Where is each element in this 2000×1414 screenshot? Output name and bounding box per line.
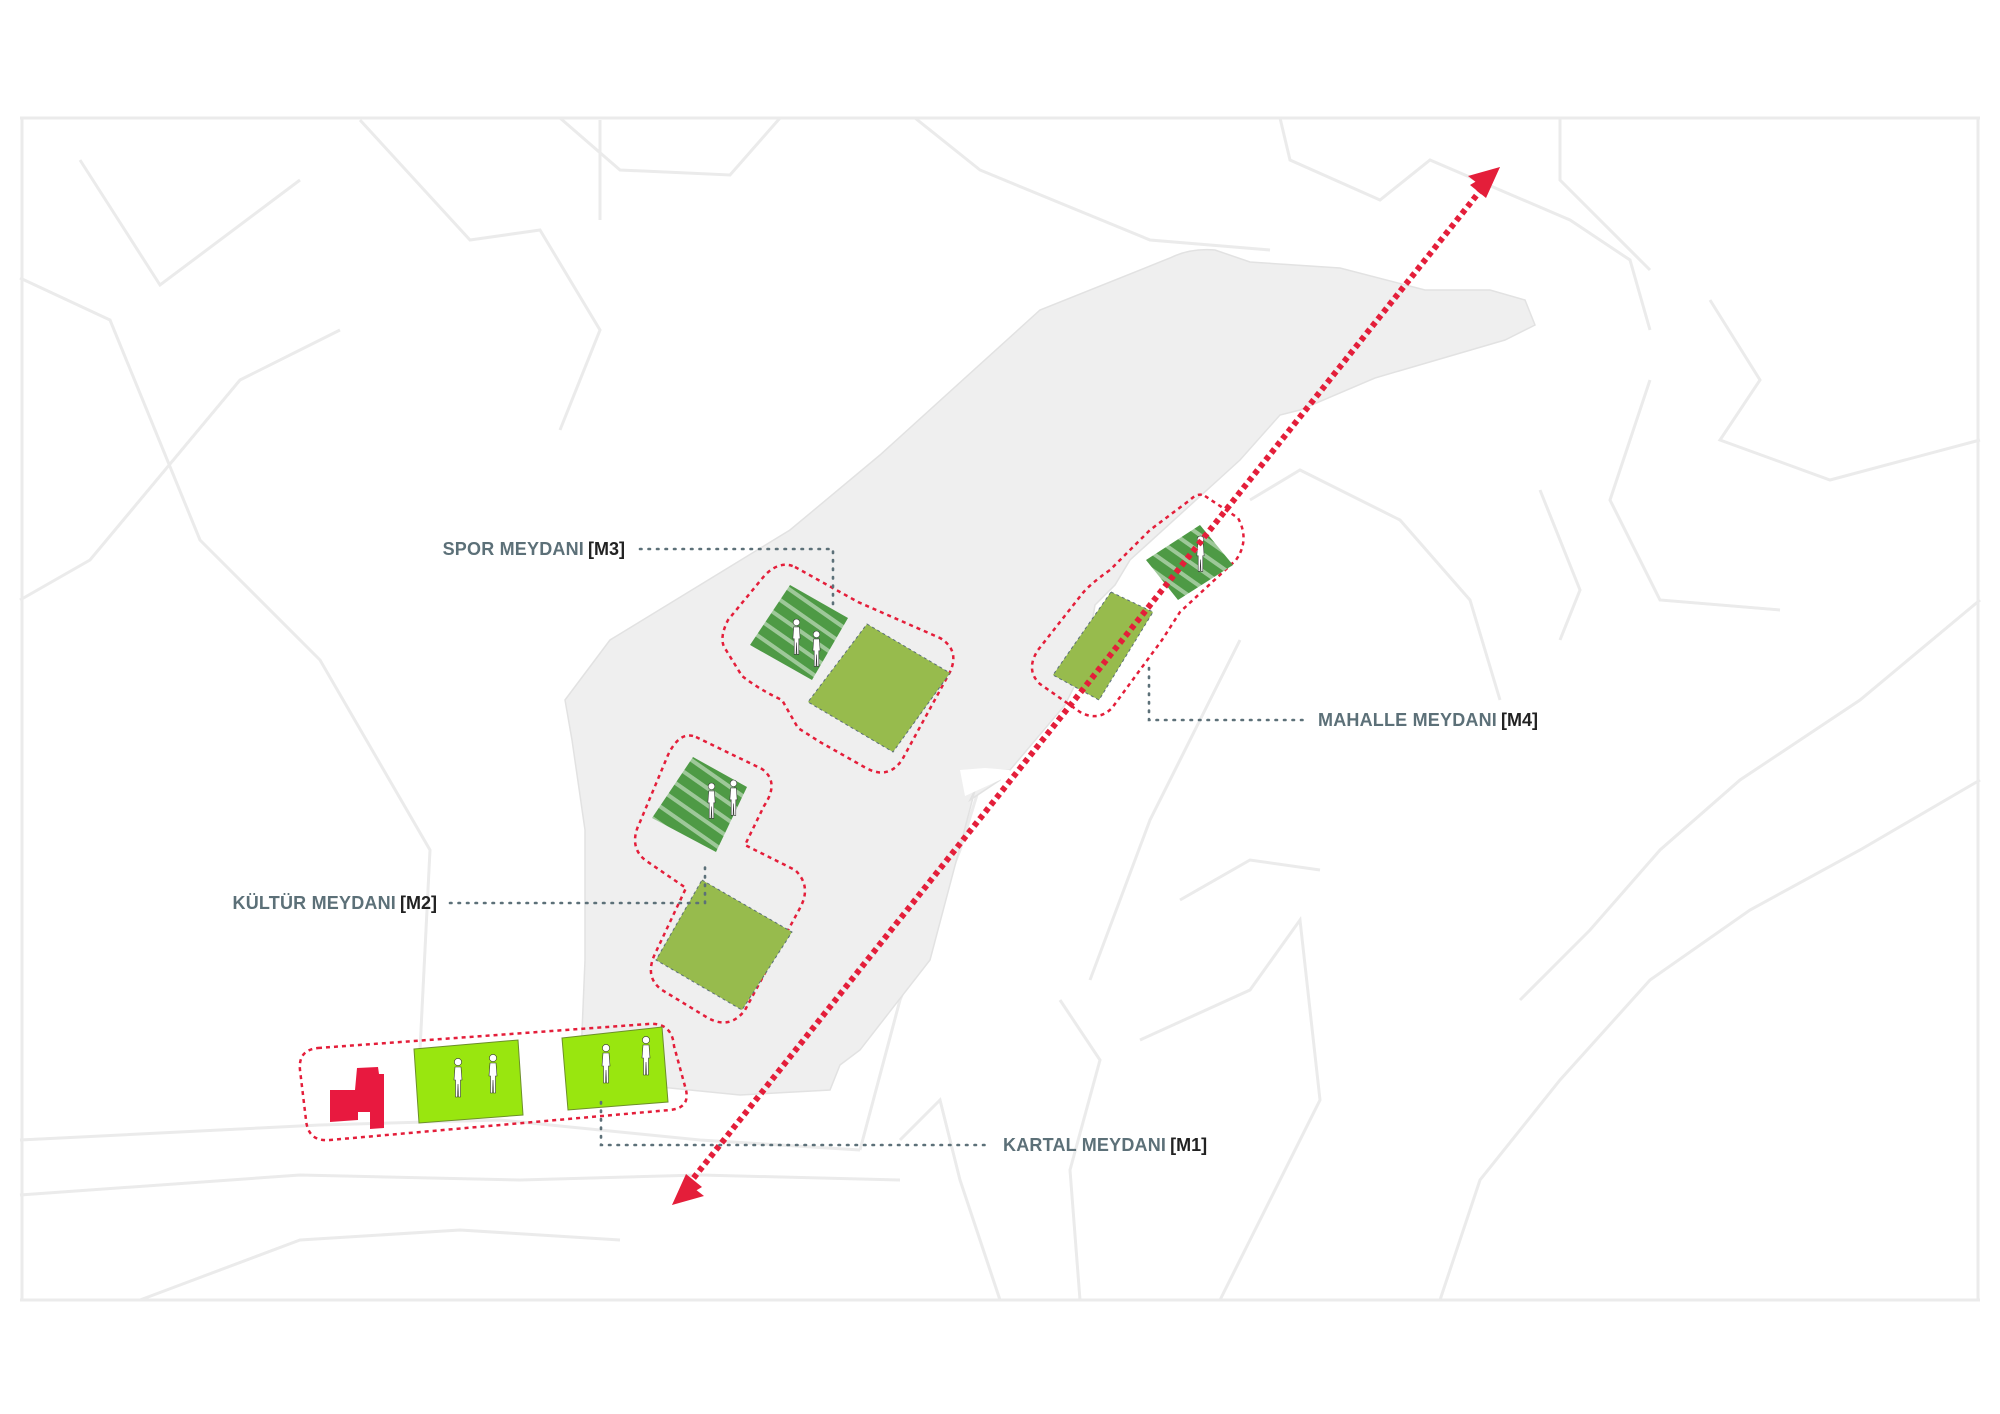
m4-plaza-green bbox=[1052, 591, 1154, 701]
m2-boundary bbox=[633, 734, 807, 1024]
m1-kartal-meydani bbox=[298, 1022, 688, 1142]
street-network bbox=[19, 116, 1981, 1302]
m2-kultur-meydani bbox=[633, 734, 807, 1024]
pedestrian-icon bbox=[707, 782, 716, 819]
m2-plaza-striped bbox=[652, 757, 747, 852]
label-m4: MAHALLE MEYDANI[M4] bbox=[1318, 710, 1538, 730]
label-m3: SPOR MEYDANI[M3] bbox=[443, 539, 625, 559]
m1-boundary bbox=[298, 1022, 688, 1142]
label-m1: KARTAL MEYDANI[M1] bbox=[1003, 1135, 1207, 1155]
pedestrian-icon bbox=[488, 1054, 498, 1094]
leader-m2 bbox=[448, 865, 707, 905]
m2-plaza-green bbox=[655, 879, 793, 1011]
m4-boundary bbox=[1030, 493, 1245, 718]
leader-m4 bbox=[1147, 666, 1305, 722]
m1-plaza-west bbox=[413, 1039, 524, 1124]
m1-plaza-east bbox=[561, 1026, 669, 1111]
m4-plaza-striped bbox=[1146, 525, 1233, 600]
pedestrian-icon bbox=[641, 1036, 651, 1076]
site-gap bbox=[960, 768, 1010, 796]
m3-plaza-green bbox=[807, 623, 951, 753]
pedestrian-icon bbox=[601, 1044, 611, 1084]
leader-lines bbox=[448, 547, 1305, 1147]
red-building-icon bbox=[330, 1067, 384, 1129]
label-m2: KÜLTÜR MEYDANI[M2] bbox=[233, 893, 437, 913]
pedestrian-icon bbox=[812, 630, 821, 667]
m3-boundary bbox=[721, 563, 955, 774]
m4-mahalle-meydani bbox=[1030, 493, 1245, 718]
pedestrian-icon bbox=[729, 779, 738, 816]
m3-spor-meydani bbox=[721, 563, 955, 774]
leader-m1 bbox=[599, 1100, 990, 1147]
double-headed-arrow-icon bbox=[672, 167, 1500, 1205]
pedestrian-icon bbox=[792, 618, 801, 655]
pedestrian-icon bbox=[453, 1058, 463, 1098]
site-area bbox=[564, 248, 1536, 1096]
